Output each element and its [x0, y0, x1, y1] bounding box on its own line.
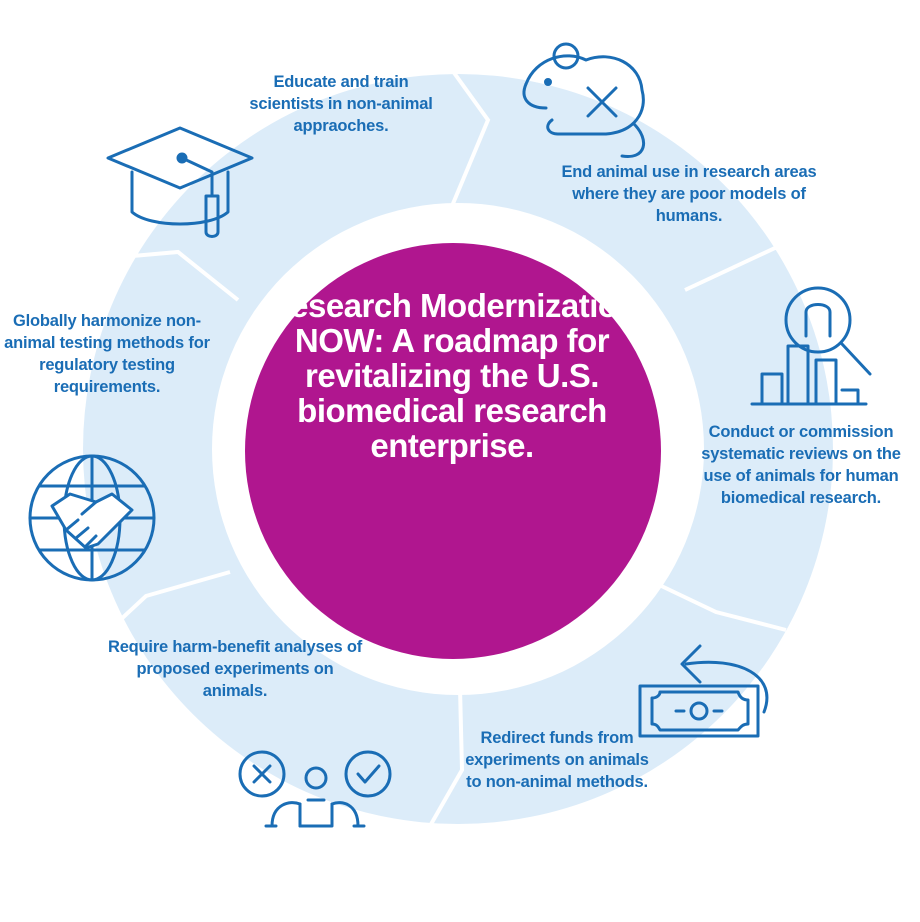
magnifier-bar-chart-icon: [750, 286, 872, 406]
step-harmonize-methods: Globally harmonize non-animal testing me…: [4, 312, 210, 396]
step-harm-benefit: Require harm-benefit analyses of propose…: [107, 638, 362, 700]
step-redirect-funds: Redirect funds from experiments on anima…: [465, 729, 649, 791]
chevron-upper-right: [684, 244, 831, 292]
chevron-top: [450, 68, 491, 207]
decision-people-icon: [238, 750, 392, 828]
chevron-lower-left: [86, 570, 231, 652]
chevron-bottom: [428, 687, 465, 827]
graduation-cap-icon: [106, 126, 254, 238]
ring-chevrons: [65, 68, 831, 827]
chevron-lower-right: [652, 580, 787, 632]
chevron-upper-left: [65, 249, 240, 302]
center-circle: [245, 243, 661, 659]
roadmap-title: Research Modernization NOW: A roadmap fo…: [266, 287, 638, 464]
step-end-animal-use: End animal use in research areas where t…: [561, 163, 817, 225]
crossed-out-mouse-icon: [522, 42, 645, 158]
redirect-money-icon: [638, 644, 769, 738]
step-educate-scientists: Educate and train scientists in non-anim…: [249, 73, 433, 135]
step-systematic-reviews: Conduct or commission systematic reviews…: [701, 423, 901, 507]
globe-handshake-icon: [28, 454, 156, 582]
